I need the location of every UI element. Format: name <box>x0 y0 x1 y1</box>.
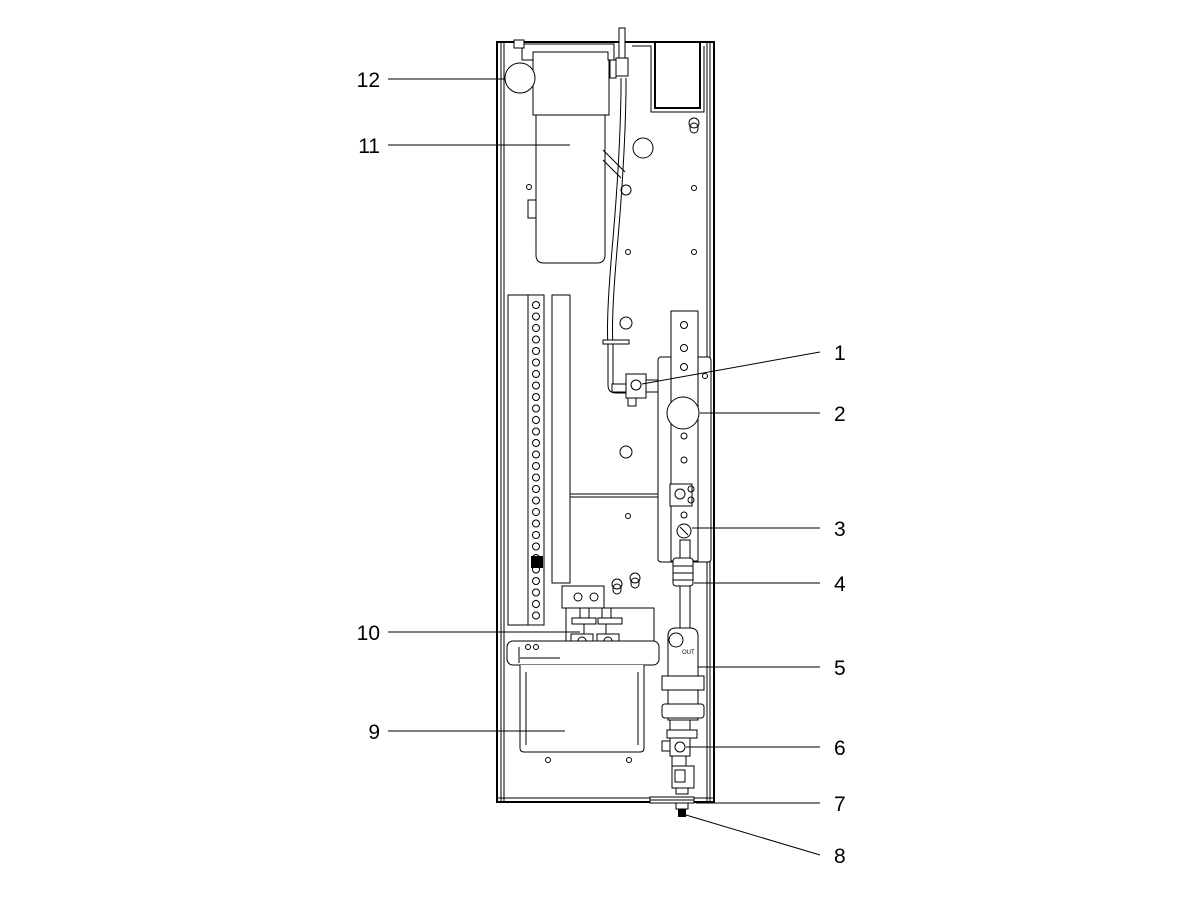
callout-6: 6 <box>834 737 846 760</box>
capillary-tube <box>602 27 630 394</box>
callout-8: 8 <box>834 845 846 868</box>
terminal-screw <box>532 577 540 585</box>
callout-7: 7 <box>834 793 846 816</box>
keyhole-slot-top <box>688 117 700 134</box>
terminal-screw <box>532 335 540 344</box>
terminal-screw <box>532 312 540 321</box>
terminal-screw <box>532 462 540 470</box>
terminal-screw <box>532 404 540 413</box>
terminal-screw <box>532 588 540 597</box>
callout-9: 9 <box>368 721 380 744</box>
callout-1: 1 <box>834 342 846 365</box>
callout-12: 12 <box>357 69 380 92</box>
terminal-screw <box>532 324 540 332</box>
filter-housing: OUT <box>661 627 705 731</box>
leader-8 <box>685 814 821 856</box>
callout-5: 5 <box>834 657 846 680</box>
out-marking: OUT <box>682 650 695 656</box>
terminal-screw <box>532 381 540 390</box>
adjustment-screw <box>676 523 692 539</box>
terminal-screw <box>532 439 540 447</box>
terminal-screw <box>532 358 540 367</box>
terminal-screw <box>532 611 540 620</box>
callout-3: 3 <box>834 518 846 541</box>
callout-11: 11 <box>358 135 380 158</box>
terminal-screw <box>532 496 540 505</box>
cylinder-tank <box>521 43 626 264</box>
check-valve <box>671 765 695 795</box>
bracket-fitting <box>669 483 695 507</box>
terminal-strip <box>507 294 571 626</box>
terminal-screw <box>532 427 540 436</box>
round-gauge <box>666 396 700 430</box>
pipe-coupling <box>672 539 694 631</box>
terminal-screw <box>532 416 540 424</box>
terminal-screw <box>532 600 540 608</box>
callout-2: 2 <box>834 403 846 426</box>
cabinet-frame <box>496 41 715 803</box>
collection-tray <box>506 640 660 753</box>
leader-lines <box>388 78 821 856</box>
terminal-screw <box>532 450 540 459</box>
terminal-screw <box>532 347 540 355</box>
terminal-screw <box>532 508 540 516</box>
terminal-connector <box>531 556 543 568</box>
drain-nipple <box>675 802 689 817</box>
callout-10: 10 <box>357 622 380 645</box>
terminal-screw <box>532 485 540 493</box>
leader-1 <box>641 351 821 385</box>
terminal-screw <box>532 542 540 551</box>
round-knob <box>504 39 536 94</box>
terminal-screw <box>532 519 540 528</box>
terminal-screw <box>532 301 540 309</box>
connecting-rod <box>570 493 672 498</box>
mounting-holes <box>526 117 700 763</box>
terminal-screw <box>532 370 540 378</box>
terminal-screw <box>532 473 540 482</box>
terminal-screw <box>532 531 540 539</box>
keyhole-slot-bottom <box>611 572 641 595</box>
mounting-bracket-bottom <box>649 796 695 804</box>
ball-valve <box>661 729 698 767</box>
terminal-screw <box>532 393 540 401</box>
solenoid-valve <box>611 373 661 407</box>
callout-labels: 12 11 1 2 3 4 5 6 7 8 9 10 <box>357 69 846 868</box>
callout-4: 4 <box>834 573 846 596</box>
